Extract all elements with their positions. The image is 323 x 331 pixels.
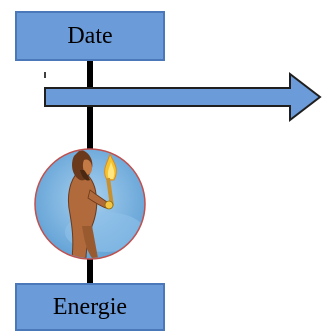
date-label-text: Date xyxy=(67,23,113,49)
caveman-holding-torch-icon xyxy=(34,148,146,260)
energie-label-text: Energie xyxy=(52,294,128,320)
energie-label-box: Energie xyxy=(15,283,165,331)
date-label-box: Date xyxy=(15,11,165,61)
timeline-arrow xyxy=(44,71,322,123)
